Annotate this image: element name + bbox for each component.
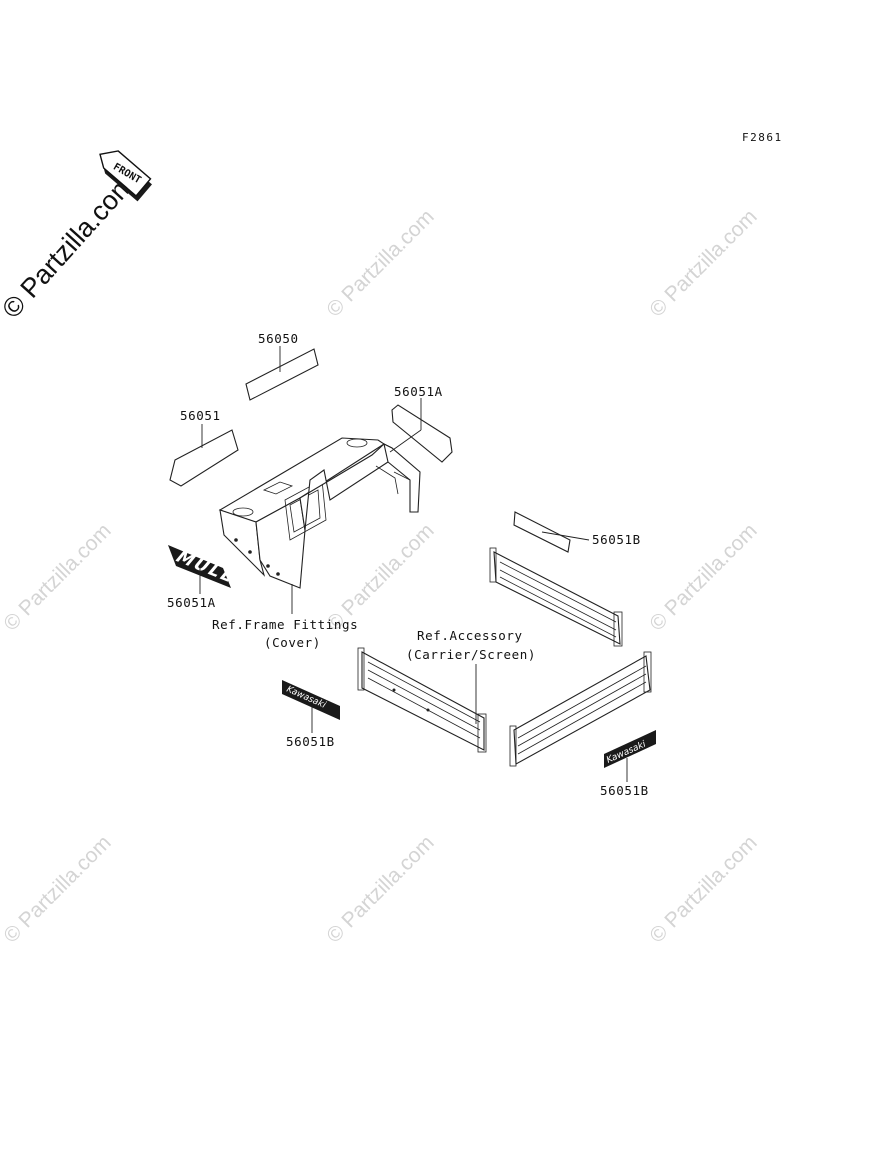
decal-kawasaki-left: Kawasaki [282, 680, 340, 720]
callout-ref-accessory-line1: Ref.Accessory [417, 628, 523, 643]
watermark-main: © Partzilla.com [0, 169, 140, 324]
callout-56051B-bottom: 56051B [600, 783, 649, 798]
rear-cover-assembly [218, 437, 421, 589]
watermark-layer: © Partzilla.com © Partzilla.com © Partzi… [0, 205, 762, 947]
watermark-tile: © Partzilla.com [322, 205, 438, 321]
callout-56050: 56050 [258, 331, 299, 346]
watermark-tile: © Partzilla.com [0, 831, 116, 947]
figure-code: F2861 [742, 131, 783, 144]
callout-56051A-side: 56051A [167, 595, 216, 610]
watermark-tile: © Partzilla.com [322, 831, 438, 947]
leader-lines [199, 346, 628, 782]
decal-56051A-top [391, 404, 453, 463]
watermark-tile: © Partzilla.com [645, 519, 761, 635]
front-direction-badge: FRONT [99, 150, 152, 202]
callout-56051B-left: 56051B [286, 734, 335, 749]
watermark-tile: © Partzilla.com [0, 519, 116, 635]
decal-mule: MULE [168, 545, 241, 588]
watermark-tile: © Partzilla.com [645, 205, 761, 321]
watermark-tile: © Partzilla.com [645, 831, 761, 947]
carrier-tailgate-panel [509, 651, 652, 767]
mule-decal-text: MULE [171, 548, 241, 587]
carrier-side-panel-right [489, 547, 623, 647]
decal-kawasaki-right: Kawasaki [604, 730, 656, 768]
decal-56050 [245, 348, 319, 401]
callout-ref-accessory-line2: (Carrier/Screen) [406, 647, 536, 662]
callout-56051: 56051 [180, 408, 221, 423]
callout-ref-frame-line1: Ref.Frame Fittings [212, 617, 358, 632]
decal-56051 [169, 429, 239, 487]
callout-56051A-top: 56051A [394, 384, 443, 399]
callout-ref-frame-line2: (Cover) [264, 635, 321, 650]
callout-56051B-right: 56051B [592, 532, 641, 547]
carrier-side-panel-center [357, 647, 487, 753]
